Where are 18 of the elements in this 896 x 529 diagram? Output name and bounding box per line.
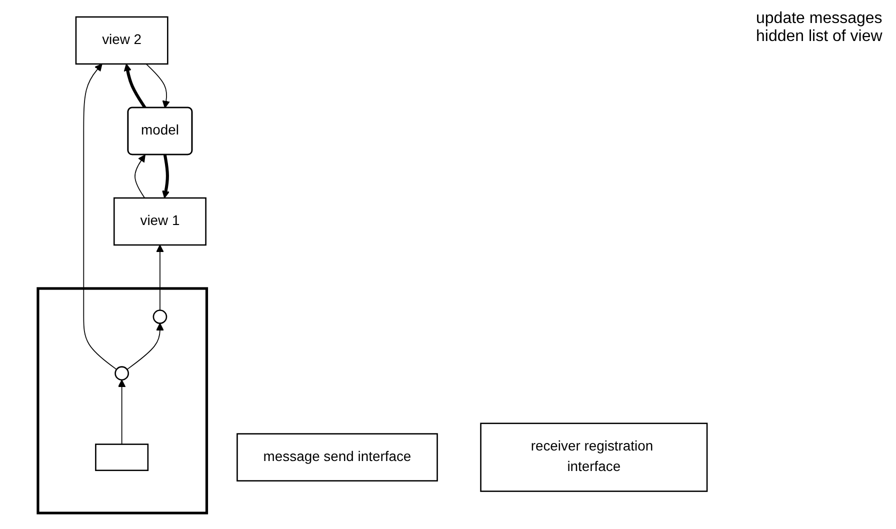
arrow: [146, 63, 170, 108]
arrow: [127, 322, 164, 370]
node-box: view 1: [114, 196, 207, 246]
note-label: update messages: [756, 10, 884, 28]
arrow: [135, 154, 146, 198]
cluster: [37, 286, 209, 514]
node-box: message send interface: [237, 432, 438, 481]
arrow: [156, 244, 164, 310]
node-box: [96, 443, 150, 471]
arrow: [84, 63, 118, 370]
node-circle: [115, 366, 130, 380]
node-box: receiver registration interface: [480, 422, 708, 492]
note-label: hidden list of view: [756, 28, 884, 46]
node-box: view 2: [76, 16, 169, 64]
arrow: [124, 63, 147, 108]
arrow: [162, 154, 170, 198]
arrow: [118, 379, 126, 444]
node-circle: [153, 309, 168, 324]
